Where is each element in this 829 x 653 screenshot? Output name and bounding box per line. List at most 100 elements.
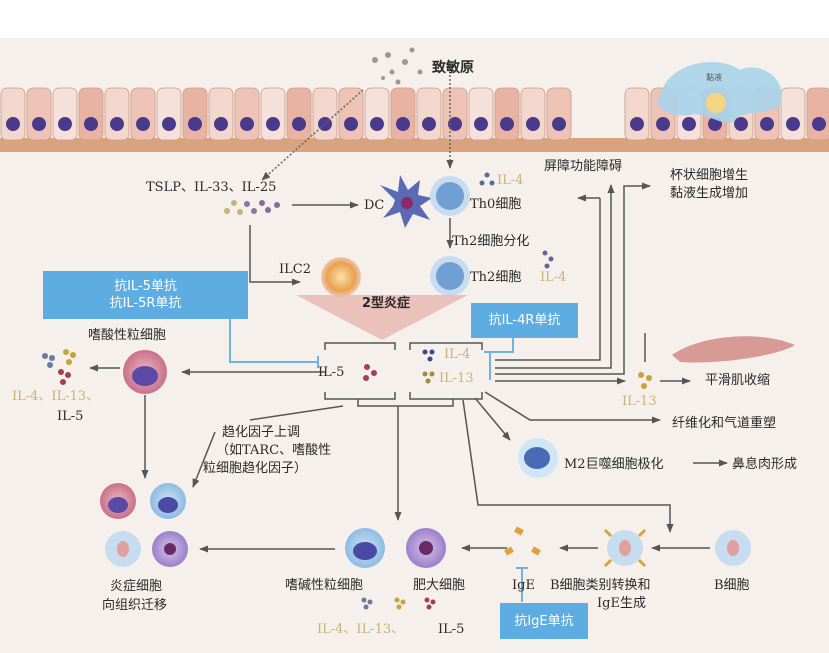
cell-nucleus	[422, 117, 436, 131]
cell-nucleus	[292, 117, 306, 131]
smooth-muscle-label: 平滑肌收缩	[705, 373, 771, 388]
allergen-to-alarmin-arrow	[261, 89, 364, 181]
dc-label: DC	[364, 198, 385, 213]
central-il5-label: IL-5	[318, 365, 345, 380]
anti-ige-drug-box: 抗IgE单抗	[500, 603, 588, 639]
il4-feedback-line	[495, 198, 601, 361]
epithelial-cell	[442, 87, 468, 141]
basophil-label: 嗜碱性粒细胞	[285, 578, 364, 593]
fibrosis-label: 纤维化和气道重塑	[672, 416, 777, 431]
b-cell	[715, 530, 751, 566]
cell-nucleus	[162, 117, 176, 131]
cell-nucleus	[552, 117, 566, 131]
anti-il4r-label: 抗IL-4R单抗	[488, 313, 561, 328]
epithelial-cell	[468, 87, 494, 141]
epithelial-cell	[520, 87, 546, 141]
epithelial-cell	[0, 87, 26, 141]
epithelial-cell	[208, 87, 234, 141]
nasal-polyp-label: 鼻息肉形成	[732, 457, 798, 472]
th0-il4-dots	[479, 172, 495, 186]
cell-nucleus	[110, 117, 124, 131]
mucus-blob	[657, 62, 782, 123]
il5-dots	[363, 364, 377, 381]
th2-differentiation-label: Th2细胞分化	[452, 234, 530, 249]
epithelial-cell	[416, 87, 442, 141]
il4-dots	[422, 349, 435, 362]
right-il13-dots	[638, 372, 652, 389]
cytokine-brackets	[324, 342, 483, 407]
basophil-cell	[345, 528, 385, 568]
epithelial-cell	[364, 87, 390, 141]
th2-cell	[430, 256, 470, 296]
epithelial-cell	[130, 87, 156, 141]
mast-cell	[406, 528, 446, 568]
epithelial-cell	[806, 87, 829, 141]
chemokine-line3: 粒细胞趋化因子）	[203, 461, 308, 476]
to-barrier-arrow	[495, 184, 615, 369]
epithelial-cell	[546, 87, 572, 141]
eosinophil-cell	[123, 350, 167, 394]
to-m2-arrow	[474, 397, 511, 441]
migration-line2: 向组织迁移	[102, 598, 168, 613]
cell-nucleus	[6, 117, 20, 131]
cell-nucleus	[344, 117, 358, 131]
chemokine-line2: （如TARC、嗜酸性	[216, 443, 332, 458]
right-il13-label: IL-13	[622, 394, 657, 409]
th2-il4-label: IL-4	[540, 270, 567, 285]
epithelial-cell	[338, 87, 364, 141]
cell-nucleus	[266, 117, 280, 131]
cell-nucleus	[240, 117, 254, 131]
to-chemokine-line	[249, 405, 344, 421]
ige-antibodies	[504, 526, 541, 556]
eosinophil-gold-cytokines: IL-4、IL-13、	[12, 389, 100, 404]
cell-nucleus	[474, 117, 488, 131]
type2-inflammation-arrow	[296, 295, 468, 340]
bottom-il5-label: IL-5	[438, 622, 465, 637]
cell-nucleus	[84, 117, 98, 131]
cell-nucleus	[760, 117, 774, 131]
eosinophil-title: 嗜酸性粒细胞	[88, 328, 167, 343]
epithelium-layer	[0, 62, 829, 152]
goblet-hyperplasia-label: 杯状细胞增生	[670, 168, 749, 183]
th0-label: Th0细胞	[470, 197, 522, 212]
cell-nucleus	[188, 117, 202, 131]
epithelial-cell	[260, 87, 286, 141]
epithelial-cell	[390, 87, 416, 141]
to-b-cell-switch-arrow	[462, 399, 674, 533]
mucus-label: 黏液	[706, 73, 722, 82]
b-cell-switching	[603, 528, 647, 568]
m2-macrophage	[518, 438, 558, 478]
epithelial-cell	[286, 87, 312, 141]
cell-nucleus	[786, 117, 800, 131]
m2-polarization-label: M2巨噬细胞极化	[564, 457, 664, 472]
anti-ige-label: 抗IgE单抗	[514, 613, 574, 629]
ige-label: IgE	[512, 578, 535, 593]
epithelial-cell	[78, 87, 104, 141]
anti-il5r-label: 抗IL-5R单抗	[109, 296, 182, 311]
allergen-particles	[372, 47, 423, 85]
bottom-cytokine-dots	[361, 597, 436, 610]
chemokine-line1: 趋化因子上调	[222, 425, 301, 440]
cell-nucleus	[500, 117, 514, 131]
th2-il4-dots	[542, 250, 554, 269]
cell-nucleus	[370, 117, 384, 131]
eosinophil-il5-label: IL-5	[57, 409, 84, 424]
inflammatory-cell-cluster	[100, 483, 188, 567]
il13-dots	[422, 371, 435, 384]
anti-il5-drug-box: 抗IL-5单抗 抗IL-5R单抗	[43, 271, 248, 319]
b-cell-label: B细胞	[714, 578, 750, 593]
alarmin-to-ilc2-arrow	[249, 225, 301, 286]
goblet-granules	[706, 93, 726, 113]
central-il4-label: IL-4	[444, 347, 471, 362]
bottom-gold-cytokines: IL-4、IL-13、	[317, 622, 405, 637]
cell-nucleus	[630, 117, 644, 131]
to-fibrosis-arrow	[484, 391, 661, 424]
epithelial-cell	[234, 87, 260, 141]
cell-nucleus	[214, 117, 228, 131]
mast-cell-label: 肥大细胞	[413, 578, 466, 593]
th2-label: Th2细胞	[470, 270, 522, 285]
ilc2-cell	[321, 257, 361, 297]
epithelial-cell	[26, 87, 52, 141]
cell-nucleus	[526, 117, 540, 131]
epithelial-cell	[52, 87, 78, 141]
